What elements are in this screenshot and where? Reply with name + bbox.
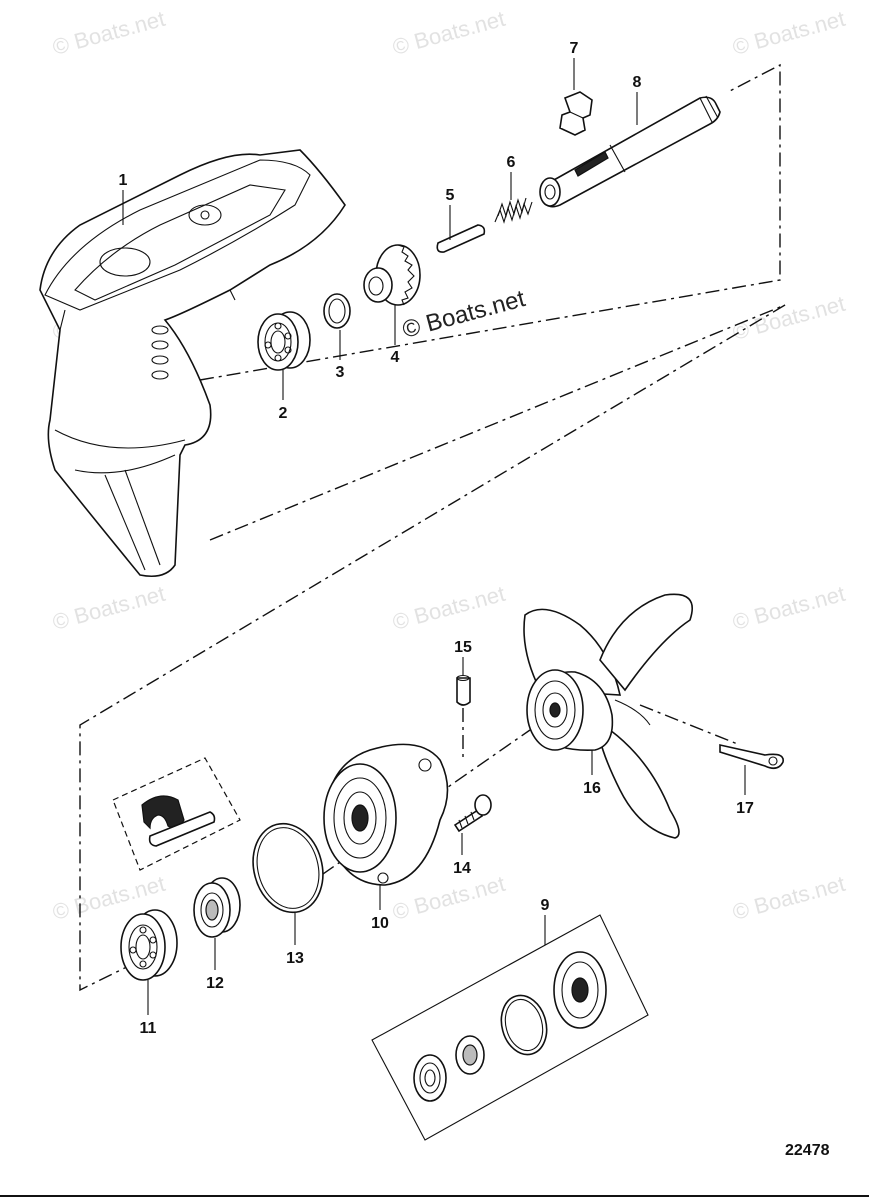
watermark: © Boats.net — [390, 581, 508, 635]
part-label-14: 14 — [453, 860, 471, 877]
o-ring — [252, 822, 324, 914]
bearing — [120, 909, 178, 981]
pin — [436, 224, 486, 253]
part-label-6: 6 — [507, 154, 516, 171]
leader-lines — [122, 58, 746, 1015]
part-label-5: 5 — [446, 187, 455, 204]
screw — [453, 794, 492, 833]
cotter-pin — [719, 744, 784, 770]
part-label-13: 13 — [286, 950, 304, 967]
part-label-1: 1 — [119, 172, 128, 189]
part-labels: 1 2 3 4 5 6 7 8 9 10 11 12 13 14 15 16 1… — [119, 40, 754, 1037]
part-label-17: 17 — [736, 800, 754, 817]
part-label-11: 11 — [140, 1020, 157, 1037]
seal-kit-box — [371, 914, 649, 1141]
part-label-10: 10 — [371, 915, 389, 932]
part-label-9: 9 — [541, 897, 550, 914]
figure-number: 22478 — [785, 1142, 830, 1159]
center-watermark: © Boats.net — [400, 285, 529, 344]
watermark: © Boats.net — [390, 871, 508, 925]
part-label-7: 7 — [570, 40, 579, 57]
watermark: © Boats.net — [50, 581, 168, 635]
part-label-12: 12 — [206, 975, 224, 992]
spring — [494, 197, 533, 224]
watermark: © Boats.net — [730, 871, 848, 925]
watermark: © Boats.net — [730, 581, 848, 635]
part-label-15: 15 — [454, 639, 472, 656]
bearing — [193, 877, 241, 938]
watermark: © Boats.net — [390, 6, 508, 60]
part-label-8: 8 — [633, 74, 642, 91]
shim — [323, 293, 351, 329]
gear — [363, 244, 421, 306]
propeller — [523, 593, 693, 839]
clip — [559, 91, 593, 136]
part-label-16: 16 — [583, 780, 601, 797]
part-label-4: 4 — [391, 349, 400, 366]
shaft — [539, 95, 721, 208]
bearing — [257, 311, 311, 371]
gear-housing — [39, 149, 346, 578]
watermark: © Boats.net — [50, 6, 168, 60]
part-label-2: 2 — [279, 405, 288, 422]
watermark: © Boats.net — [730, 291, 848, 345]
kit-box — [112, 757, 241, 871]
bearing-carrier — [323, 743, 449, 886]
pin — [456, 674, 471, 706]
part-label-3: 3 — [336, 364, 345, 381]
watermark: © Boats.net — [730, 6, 848, 60]
